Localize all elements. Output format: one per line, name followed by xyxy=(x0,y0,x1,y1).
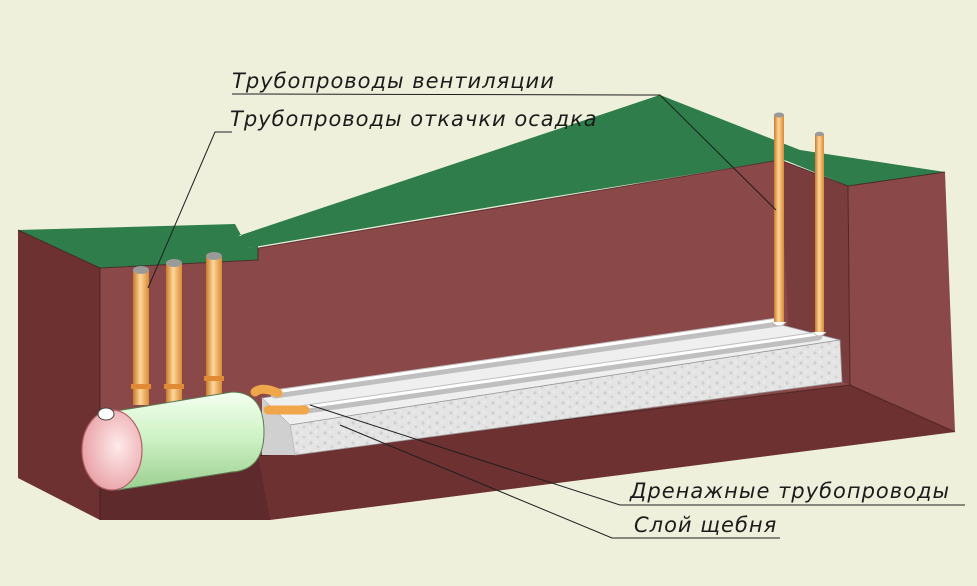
sludge-pipe-3 xyxy=(206,256,222,396)
label-sludge-pumping-pipes: Трубопроводы откачки осадка xyxy=(230,107,598,131)
leader-gravel xyxy=(339,424,780,539)
sludge-pumping-pipes xyxy=(131,252,224,405)
septic-tank xyxy=(81,391,265,491)
ventilation-pipes xyxy=(771,112,827,337)
drainage-pipes xyxy=(250,317,823,415)
label-gravel-layer: Слой щебня xyxy=(634,513,777,537)
leader-drainage xyxy=(309,404,965,506)
tank-end-cap xyxy=(81,409,143,491)
label-drainage-pipes: Дренажные трубопроводы xyxy=(629,479,950,503)
sludge-pipe-2 xyxy=(166,263,182,403)
soil-front-left xyxy=(18,230,100,520)
drainage-connector-1 xyxy=(250,384,283,398)
gravel-front xyxy=(289,339,843,456)
soil-right-block xyxy=(848,172,955,432)
tank-inlet-icon xyxy=(97,407,115,421)
soil-front-bottom xyxy=(100,385,955,520)
vent-pipe-1 xyxy=(774,115,784,325)
leader-sludge xyxy=(147,131,232,289)
label-ventilation-pipes: Трубопроводы вентиляции xyxy=(232,69,555,93)
drainage-pipe-back xyxy=(270,317,783,399)
grass-surface-main xyxy=(18,95,945,248)
drainage-pipe-front xyxy=(295,331,823,415)
leader-ventilation xyxy=(231,93,777,211)
tank-body xyxy=(109,391,265,491)
leader-lines xyxy=(147,93,965,539)
sludge-pipe-1 xyxy=(133,270,149,405)
vent-pipe-2 xyxy=(815,134,824,334)
